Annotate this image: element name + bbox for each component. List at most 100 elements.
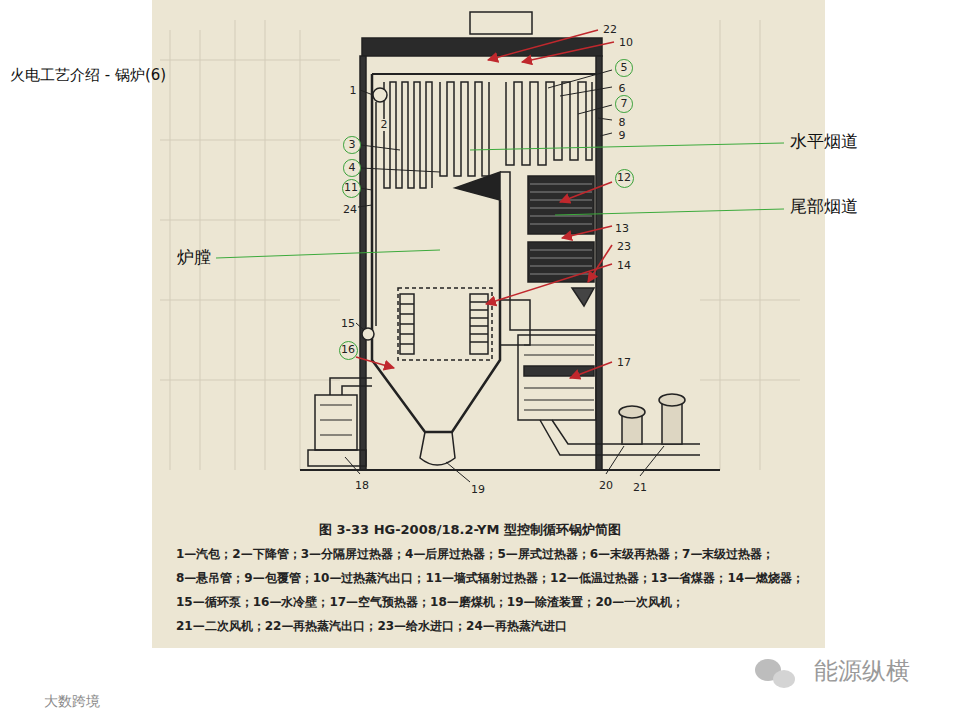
boiler-structure [400,304,414,344]
leader-line [640,446,664,476]
boiler-structure [384,82,432,188]
faint-background [170,20,300,470]
slide-title-wrap: 火电工艺介绍 - 锅炉(6) [10,65,166,84]
red-arrow [356,30,614,378]
callout-number: 14 [616,260,632,273]
red-arrow [570,362,612,378]
callout-number-wrap: 13 [614,217,630,236]
boiler-structure [375,102,377,326]
callout-number: 11 [344,182,358,195]
circled-callout: 16 [339,341,358,360]
faint-background [700,20,800,470]
boiler-structure [372,73,596,75]
callout-number: 24 [342,204,358,217]
callout-number: 13 [614,223,630,236]
region-label-wrap: 尾部烟道 [790,197,858,217]
region-label-wrap: 水平烟道 [790,132,858,152]
parts-key-line-wrap: 1—汽包；2—下降管；3—分隔屏过热器；4—后屏过热器；5—屏式过热器；6—末级… [175,543,775,562]
leader-line [360,90,373,95]
circled-callout: 4 [343,159,361,177]
callout-number-wrap: 2 [380,113,389,132]
callout-number: 23 [616,241,632,254]
boiler-structure [300,12,720,470]
green-leader-line [555,209,784,215]
region-label-wrap: 炉膛 [177,248,211,268]
boiler-structure [528,242,594,282]
callout-number: 3 [348,139,355,152]
boiler-structure [315,395,357,450]
callout-number: 19 [470,484,486,497]
callout-number: 6 [618,83,627,96]
callout-number-wrap: 18 [354,474,370,493]
scanned-page [152,0,825,648]
watermark-wrap: 能源纵横 [814,658,910,686]
red-arrow [588,245,612,282]
boiler-structure [500,300,530,345]
callout-number-wrap: 21 [632,476,648,495]
leader-line [560,87,612,96]
red-arrow [356,357,394,368]
boiler-structure [518,335,596,420]
callout-number-wrap: 14 [616,254,632,273]
leader-line [606,446,624,474]
faint-background [160,60,340,380]
callout-number: 17 [616,357,632,370]
boiler-structure [300,469,720,471]
leader-line [446,462,470,482]
callout-number-wrap: 17 [616,351,632,370]
leader-line [600,133,612,136]
boiler-structure [470,12,532,34]
leader-line [361,145,400,150]
red-arrow [488,30,598,60]
circled-callout: 7 [615,95,633,113]
circled-callout: 11 [342,179,361,198]
green-leader-line [216,143,784,258]
boiler-structure [659,394,685,406]
leader-line [361,168,440,172]
boiler-structure [362,38,602,56]
region-label: 水平烟道 [790,132,858,152]
callout-number: 22 [602,24,618,37]
leader-line [360,188,372,190]
callout-number-wrap: 8 [618,111,627,130]
boiler-structure [400,294,414,354]
leader-line [598,118,612,120]
callout-number: 15 [340,318,356,331]
circled-callout: 12 [615,169,634,188]
boiler-structure [373,88,387,102]
callout-number: 1 [349,85,358,98]
callout-number: 9 [618,130,627,143]
green-leader-line [216,250,440,258]
callout-number-wrap: 22 [602,18,618,37]
callout-number-wrap: 20 [598,474,614,493]
red-arrow [486,264,612,304]
callout-number: 5 [620,62,627,75]
callout-number-wrap: 6 [618,77,627,96]
boiler-structure [440,82,489,176]
boiler-structure [420,432,455,465]
boiler-structure [470,302,488,342]
callout-number: 8 [618,117,627,130]
leader-line [345,457,360,474]
callout-number-wrap: 10 [618,31,634,50]
boiler-structure [530,184,592,224]
parts-key-line-wrap: 15—循环泵；16—水冷壁；17—空气预热器；18—磨煤机；19—除渣装置；20… [175,591,685,610]
parts-key-line-wrap: 21—二次风机；22—再热蒸汽出口；23—给水进口；24—再热蒸汽进口 [175,615,568,634]
faint-background [160,20,800,470]
wechat-icon [755,659,795,688]
parts-key-line: 1—汽包；2—下降管；3—分隔屏过热器；4—后屏过热器；5—屏式过热器；6—末级… [175,548,775,562]
boiler-structure [528,176,594,234]
figure-caption: 图 3-33 HG-2008/18.2-YM 型控制循环锅炉简图 [318,523,622,538]
leader-line [548,70,612,88]
leader-line [345,70,664,482]
callout-number: 2 [380,119,389,132]
boiler-structure [524,345,594,410]
boiler-structure [619,406,645,418]
red-arrow [562,226,612,238]
figure-caption-wrap: 图 3-33 HG-2008/18.2-YM 型控制循环锅炉简图 [318,519,622,538]
callout-number: 7 [620,98,627,111]
callout-number-wrap: 1 [349,79,358,98]
green-leader-line [470,143,784,150]
red-arrow [522,42,614,62]
callout-number-wrap: 19 [470,478,486,497]
